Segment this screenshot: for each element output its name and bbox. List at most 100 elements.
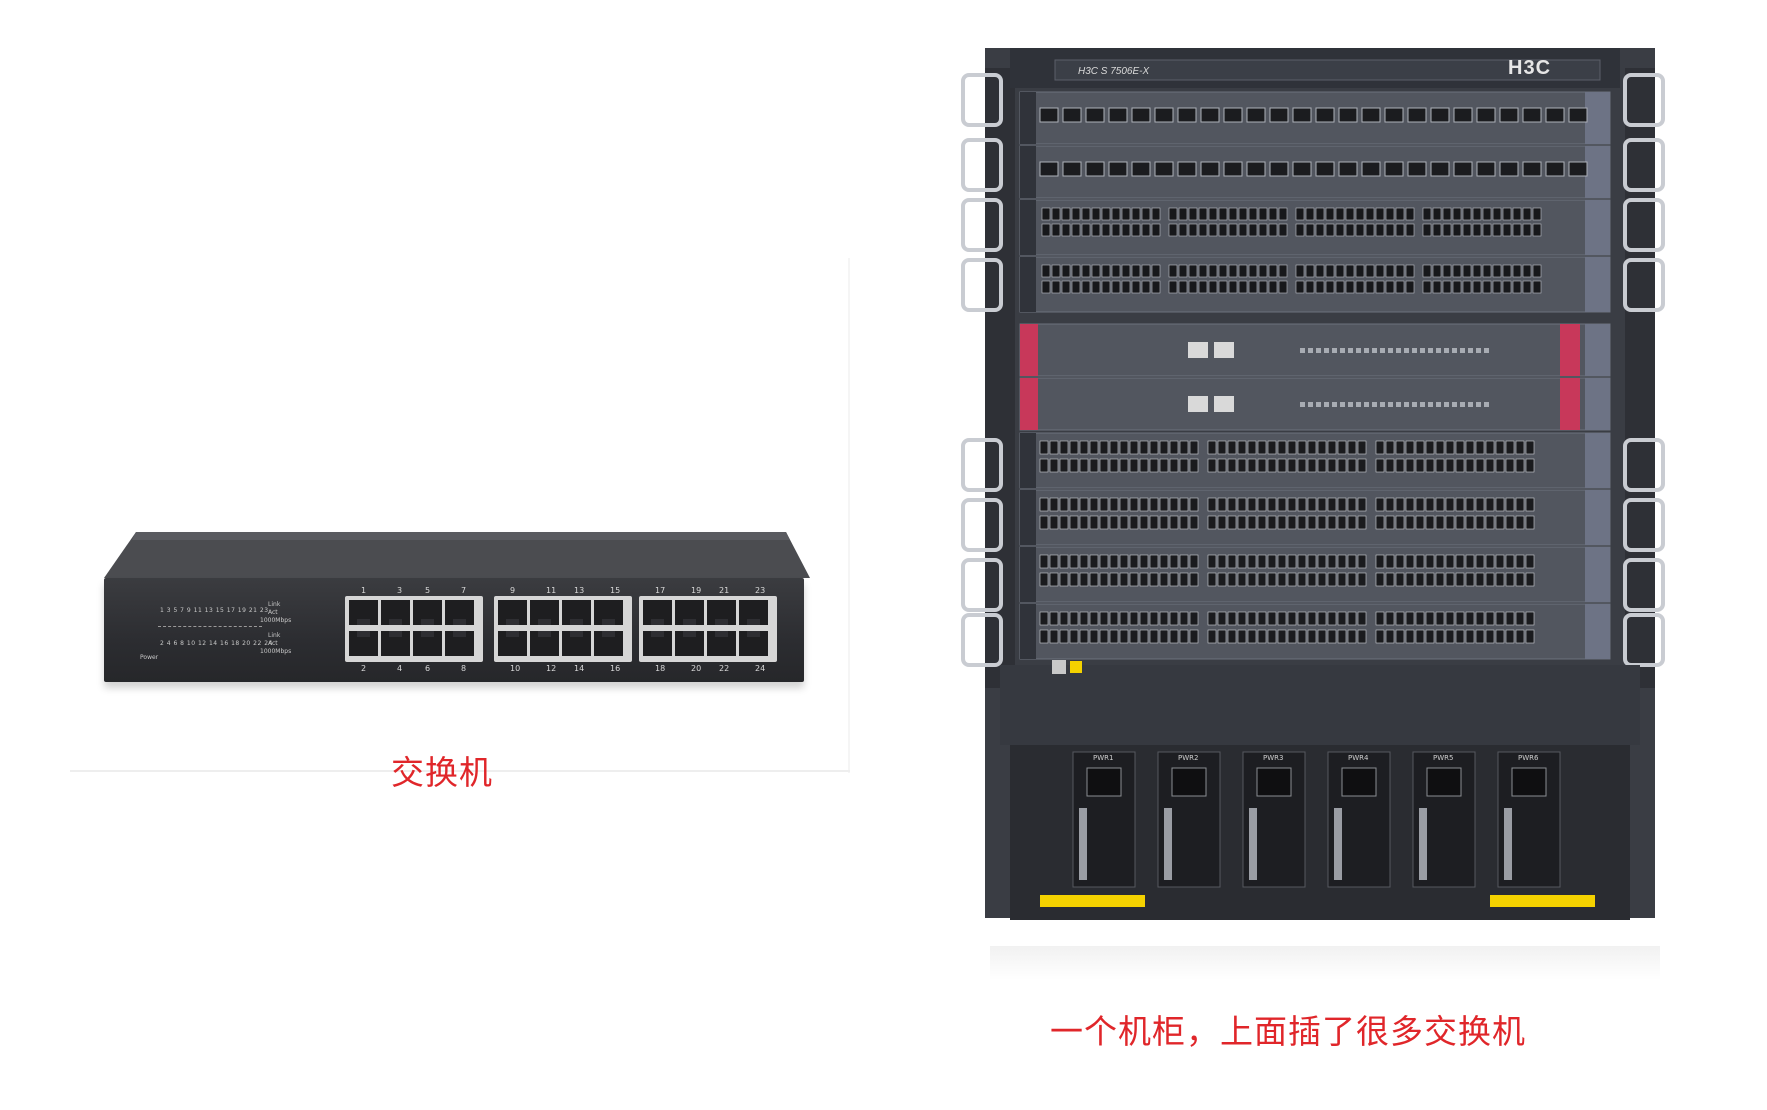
sfp-port xyxy=(1315,207,1325,221)
rj45-port xyxy=(1357,440,1367,455)
power-slot-label: PWR1 xyxy=(1093,754,1114,762)
status-led xyxy=(1332,402,1337,407)
sfp-port xyxy=(1258,207,1268,221)
rj45-port xyxy=(1237,515,1247,530)
sfp-port xyxy=(1295,280,1305,294)
rj45-port xyxy=(1169,497,1179,512)
sfp-port xyxy=(1062,161,1082,177)
rj45-port xyxy=(1405,458,1415,473)
rj45-port xyxy=(1465,515,1475,530)
sfp-port xyxy=(1315,280,1325,294)
sfp-port xyxy=(1039,107,1059,123)
rj45-port xyxy=(1237,611,1247,626)
sfp-port xyxy=(1476,161,1496,177)
sfp-port xyxy=(1325,280,1335,294)
status-led xyxy=(1340,348,1345,353)
rj45-port xyxy=(1485,497,1495,512)
rj45-port xyxy=(1495,440,1505,455)
sfp-port xyxy=(1315,107,1335,123)
sfp-port xyxy=(1039,161,1059,177)
sfp-port xyxy=(1041,207,1051,221)
rj45-port xyxy=(1297,629,1307,644)
rj45-port xyxy=(1227,611,1237,626)
sfp-port xyxy=(1335,207,1345,221)
sfp-port xyxy=(1223,161,1243,177)
rj45-port xyxy=(1425,440,1435,455)
rj45-port xyxy=(1465,458,1475,473)
rj45-port xyxy=(1089,629,1099,644)
rj45-port xyxy=(1435,458,1445,473)
sfp-port xyxy=(1101,280,1111,294)
rj45-port xyxy=(1227,497,1237,512)
sfp-port xyxy=(1407,161,1427,177)
sfp-port xyxy=(1154,161,1174,177)
psu-handle xyxy=(1164,808,1172,880)
sfp-port xyxy=(1188,264,1198,278)
rj45-port xyxy=(1159,440,1169,455)
sfp-port xyxy=(1492,207,1502,221)
rj45-port xyxy=(1327,515,1337,530)
rj45-latch xyxy=(538,619,551,625)
rj45-port xyxy=(1405,554,1415,569)
status-led xyxy=(1348,348,1353,353)
sfp-port xyxy=(1338,107,1358,123)
port-number-top: 19 xyxy=(691,586,702,595)
rj45-port xyxy=(1179,629,1189,644)
rj45-port xyxy=(1375,440,1385,455)
rj45-latch xyxy=(453,619,466,625)
cable-manager-right xyxy=(1623,73,1665,127)
rj45-latch xyxy=(389,631,402,637)
rj45-port xyxy=(1475,497,1485,512)
sfp-port xyxy=(1218,207,1228,221)
rj45-port xyxy=(1405,572,1415,587)
sfp-port xyxy=(1532,264,1542,278)
power-inlet xyxy=(1511,767,1547,797)
status-led xyxy=(1396,348,1401,353)
rj45-port xyxy=(1395,554,1405,569)
rj45-port xyxy=(1079,554,1089,569)
rj45-port xyxy=(1395,515,1405,530)
rj45-port xyxy=(1227,515,1237,530)
rj45-port xyxy=(1277,611,1287,626)
rj45-port xyxy=(1109,611,1119,626)
led-row-bottom: 2 4 6 8 10 12 14 16 18 20 22 24 xyxy=(160,640,273,647)
sfp-port xyxy=(1081,223,1091,237)
rj45-port xyxy=(1099,554,1109,569)
rj45-port xyxy=(1385,629,1395,644)
sfp-port xyxy=(1522,161,1542,177)
card-handle xyxy=(1585,92,1610,144)
sfp-port xyxy=(1085,161,1105,177)
rj45-port xyxy=(1089,458,1099,473)
rj45-port xyxy=(1337,611,1347,626)
rj45-port xyxy=(1119,497,1129,512)
rj45-port xyxy=(1317,629,1327,644)
status-led xyxy=(1460,402,1465,407)
rj45-port xyxy=(1475,611,1485,626)
sfp-port xyxy=(1295,223,1305,237)
rj45-latch xyxy=(357,631,370,637)
rj45-port xyxy=(1179,554,1189,569)
rj45-port xyxy=(1089,572,1099,587)
sfp-port xyxy=(1492,223,1502,237)
status-led xyxy=(1316,348,1321,353)
rj45-port xyxy=(1099,629,1109,644)
rj45-latch xyxy=(747,619,760,625)
rj45-port xyxy=(1515,497,1525,512)
rj45-port xyxy=(1169,458,1179,473)
rj45-port xyxy=(1267,572,1277,587)
sfp-port xyxy=(1482,264,1492,278)
sfp-port xyxy=(1462,207,1472,221)
rj45-port xyxy=(1189,629,1199,644)
sfp-port xyxy=(1085,107,1105,123)
rj45-port xyxy=(1297,554,1307,569)
sfp-port xyxy=(1268,280,1278,294)
rj45-latch xyxy=(651,619,664,625)
rj45-port xyxy=(1277,515,1287,530)
sfp-port xyxy=(1278,223,1288,237)
rj45-port xyxy=(1227,458,1237,473)
rj45-port xyxy=(1385,515,1395,530)
sfp-port xyxy=(1512,207,1522,221)
rj45-port xyxy=(1435,629,1445,644)
line-card xyxy=(1019,323,1611,377)
sfp-port xyxy=(1051,207,1061,221)
